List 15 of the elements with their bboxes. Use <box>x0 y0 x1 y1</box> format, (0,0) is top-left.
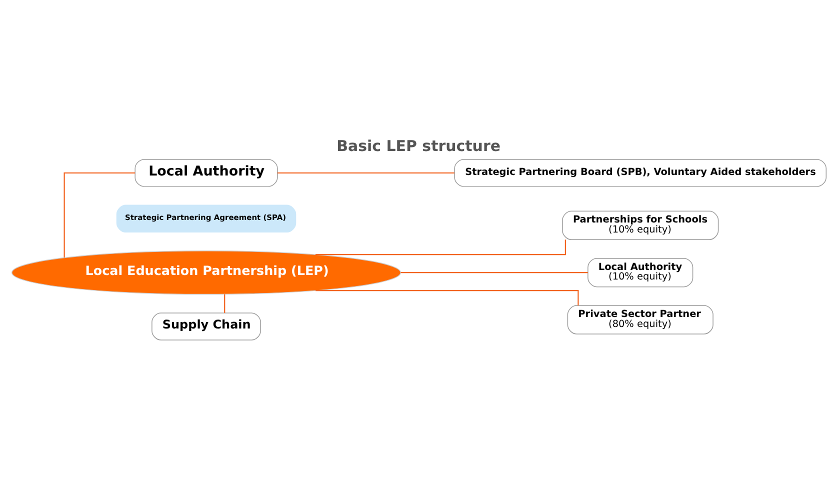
connector <box>316 290 579 306</box>
connector <box>400 272 588 274</box>
node-box: Supply Chain <box>152 312 261 340</box>
connector <box>224 294 226 313</box>
connector <box>277 172 454 174</box>
node-box: Strategic Partnering Agreement (SPA) <box>116 204 296 232</box>
node-box: Local Authority <box>134 159 278 187</box>
node-box: Partnerships for Schools (10% equity) <box>562 210 719 240</box>
node-box: Strategic Partnering Board (SPB), Voluntary Aided stakeholders <box>454 159 827 187</box>
node-box: Local Authority (10% equity) <box>588 258 694 288</box>
connector <box>64 172 136 258</box>
node-box: Private Sector Partner (80% equity) <box>567 305 714 334</box>
node-ellipse: Local Education Partnership (LEP) <box>11 250 402 295</box>
connector <box>316 240 566 256</box>
diagram-title: Basic LEP structure <box>336 137 501 156</box>
